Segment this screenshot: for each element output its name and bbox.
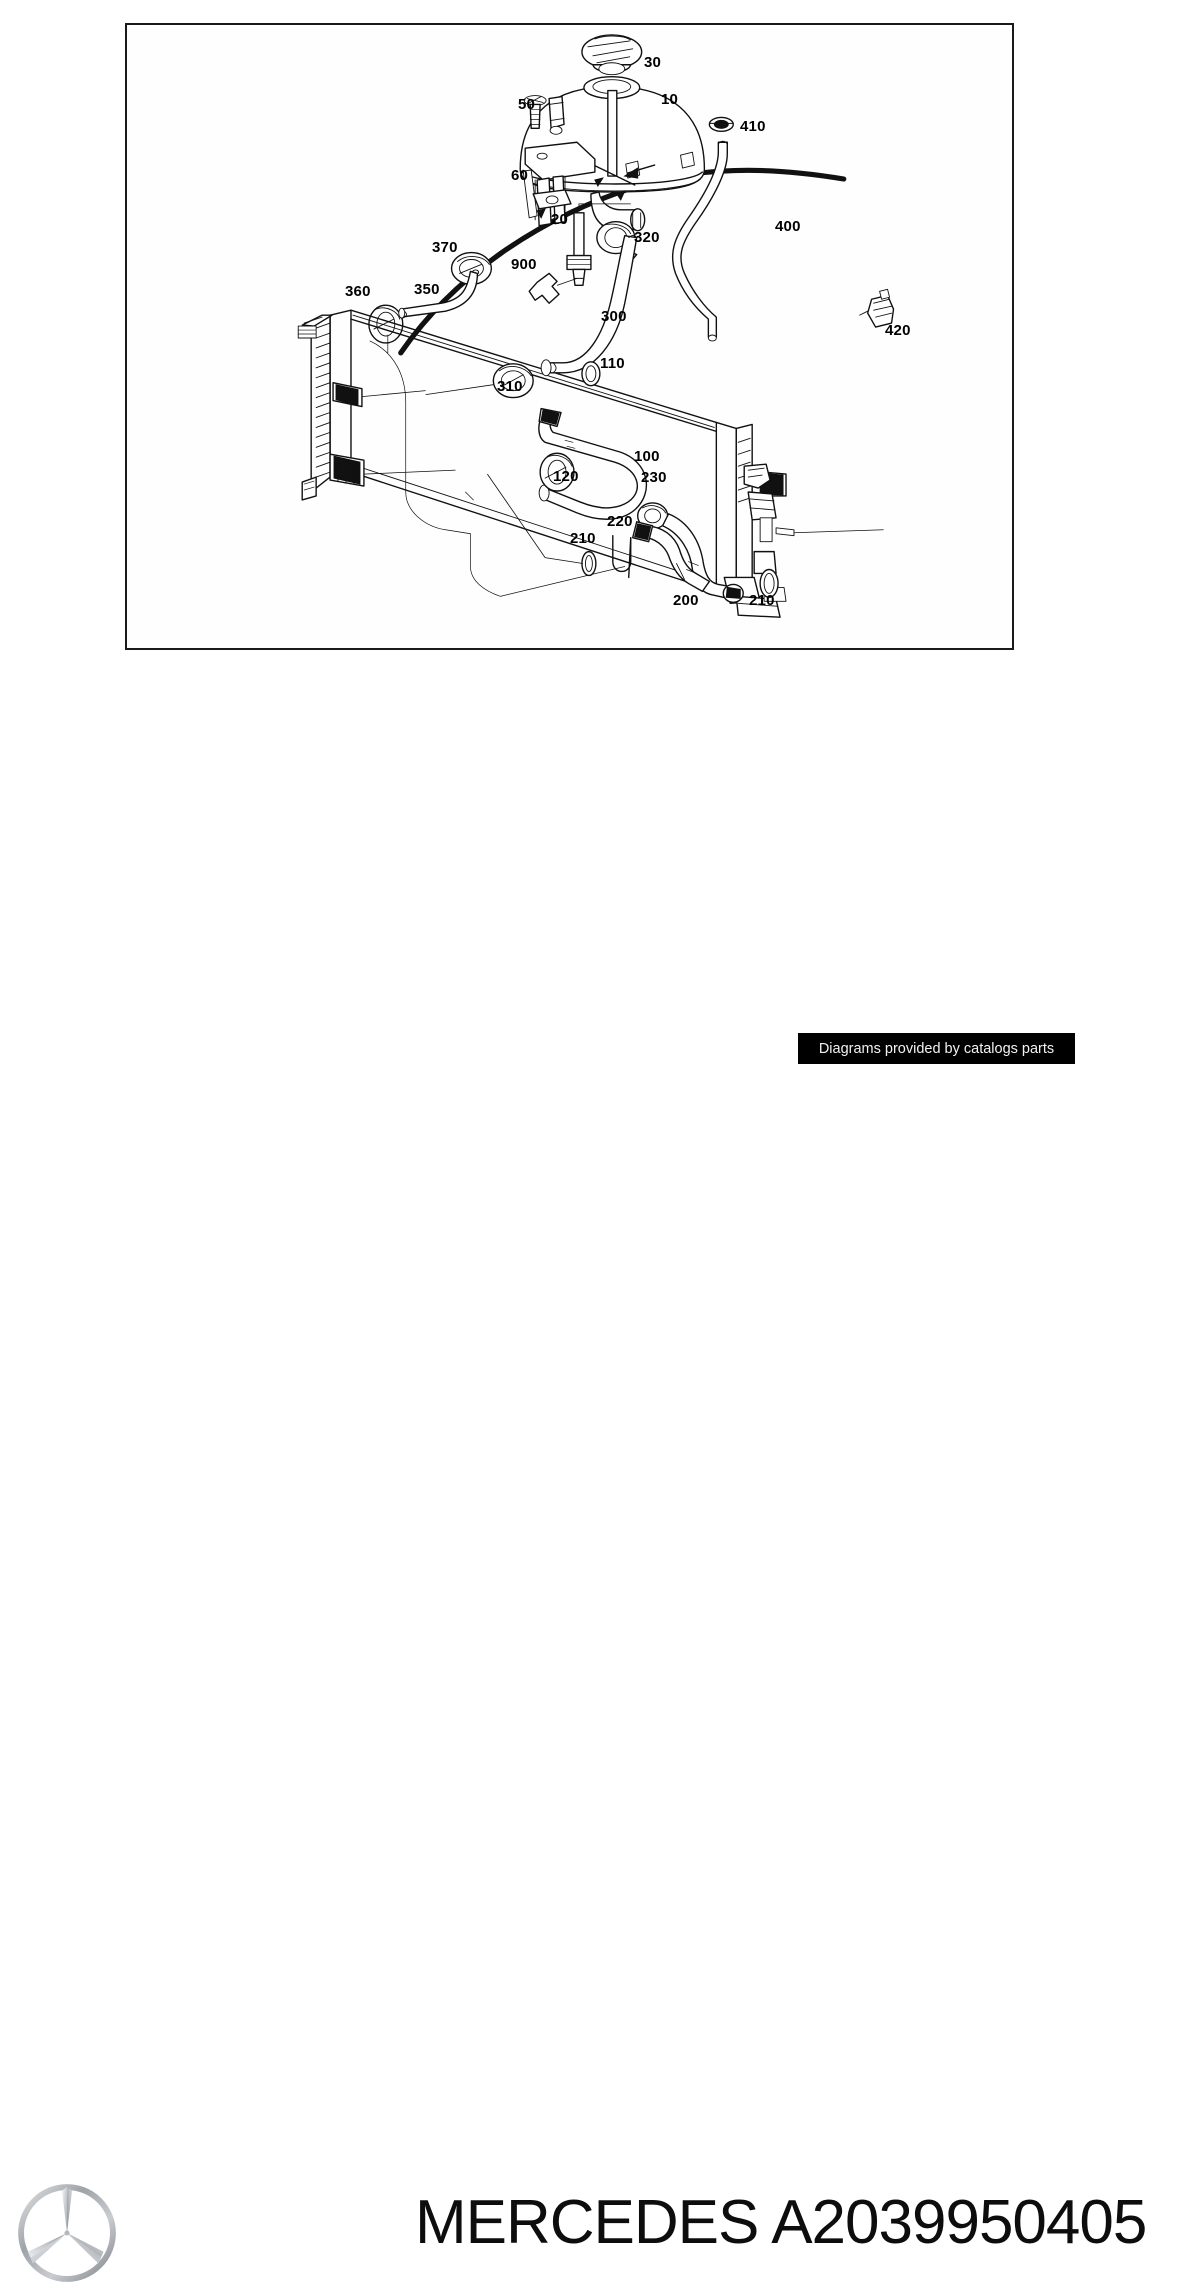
callout-210-right: 210 — [749, 592, 775, 609]
part-420-hose-retaining-clip — [859, 288, 895, 328]
mercedes-benz-star-logo — [18, 2184, 116, 2282]
part-410-grommet-nut — [708, 116, 734, 133]
part-20-coolant-level-sensor — [566, 203, 631, 287]
brand-part-number-title: MERCEDES A2039950405 — [415, 2188, 1147, 2257]
callout-10: 10 — [661, 91, 679, 108]
part-30-expansion-tank-cap — [581, 34, 643, 76]
part-900-retaining-bracket — [528, 272, 578, 304]
callout-210-left: 210 — [570, 530, 596, 547]
part-400-overflow-hose — [671, 140, 728, 342]
part-210-o-ring-seal-right — [759, 568, 779, 599]
part-310-hose-clamp — [425, 363, 534, 399]
callout-360: 360 — [345, 283, 371, 300]
callout-310: 310 — [497, 378, 523, 395]
part-200-lower-radiator-hose — [632, 513, 744, 603]
callout-300: 300 — [601, 308, 627, 325]
callout-60: 60 — [511, 167, 529, 184]
part-60-mounting-plate — [532, 189, 572, 210]
radiator-assembly — [297, 309, 884, 618]
callout-370: 370 — [432, 239, 458, 256]
catalog-attribution-banner: Diagrams provided by catalogs parts — [798, 1033, 1075, 1064]
part-120-hose-clamp — [539, 452, 575, 492]
callout-420: 420 — [885, 322, 911, 339]
callout-900: 900 — [511, 256, 537, 273]
part-100-heater-hose — [538, 407, 648, 520]
part-220-retaining-spring-clip — [612, 535, 632, 579]
callout-30: 30 — [644, 54, 662, 71]
tank-mounting-bracket — [522, 141, 596, 227]
brand-footer: MERCEDES A2039950405 — [0, 1088, 1200, 2282]
callout-410: 410 — [740, 118, 766, 135]
callout-400: 400 — [775, 218, 801, 235]
callout-100: 100 — [634, 448, 660, 465]
callout-350: 350 — [414, 281, 440, 298]
part-50-fastening-screw — [523, 95, 547, 130]
callout-120: 120 — [553, 468, 579, 485]
callout-50: 50 — [518, 96, 536, 113]
part-350-radiator-vent-hose — [398, 269, 480, 319]
callout-200: 200 — [673, 592, 699, 609]
part-110-o-ring-seal — [581, 361, 601, 387]
callout-220: 220 — [607, 513, 633, 530]
callout-20: 20 — [551, 211, 569, 228]
part-210-o-ring-seal-left — [487, 473, 597, 577]
parts-diagram-frame: .ln { fill:none; stroke:#111; stroke-wid… — [125, 23, 1014, 650]
callout-230: 230 — [641, 469, 667, 486]
part-300-upper-radiator-hose — [540, 234, 638, 377]
catalog-attribution-text: Diagrams provided by catalogs parts — [818, 1040, 1055, 1057]
parts-diagram-drawing: .ln { fill:none; stroke:#111; stroke-wid… — [297, 34, 895, 618]
callout-110: 110 — [600, 355, 625, 372]
callout-320: 320 — [634, 229, 660, 246]
